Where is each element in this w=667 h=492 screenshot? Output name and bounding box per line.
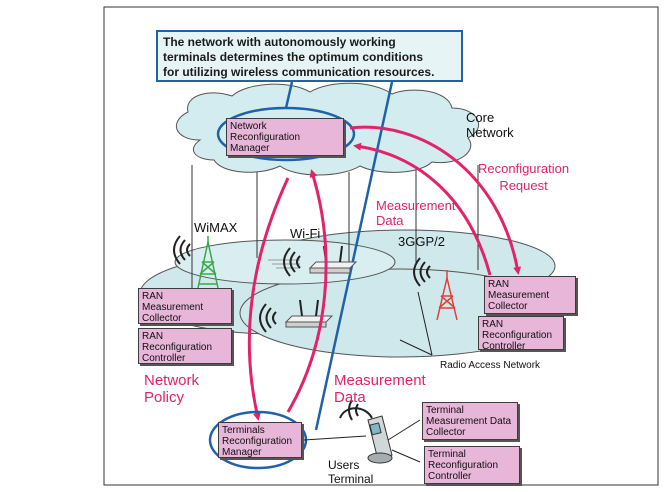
network-policy-line-2: Policy xyxy=(144,389,185,406)
nrm-line-1: Network xyxy=(230,121,267,132)
ran-right-reconfiguration-controller-box: RAN Reconfiguration Controller xyxy=(478,316,564,352)
callout-pointer-lines xyxy=(284,81,394,431)
tmdc-line-3: Collector xyxy=(426,427,466,438)
measurement-data-bottom-line-2: Data xyxy=(334,389,366,406)
trm-line-1: Terminals xyxy=(222,425,265,436)
cellular-signal-icon xyxy=(413,257,431,287)
ran-right-controller-line-1: RAN xyxy=(482,319,504,330)
measurement-data-top-label: Measurement Data xyxy=(376,198,455,228)
measurement-data-top-line-1: Measurement xyxy=(376,198,456,213)
core-network-line-2: Network xyxy=(466,125,514,140)
ran-left-measurement-collector-box: RAN Measurement Collector xyxy=(138,288,232,324)
ran-pointer-lines xyxy=(399,291,433,356)
ran-left-reconfiguration-controller-box: RAN Reconfiguration Controller xyxy=(138,328,232,364)
ran-right-measurement-collector-box: RAN Measurement Collector xyxy=(484,276,576,314)
cellular-tower-icon xyxy=(436,270,458,321)
wifi-signal-icon xyxy=(283,247,301,277)
network-policy-arrow xyxy=(247,177,290,421)
core-network-line-1: Core xyxy=(466,110,495,125)
callout-line-3: for utilizing wireless communication res… xyxy=(163,65,435,79)
ran-right-controller-line-2: Reconfiguration xyxy=(482,330,553,341)
ran-right-collector-line-3: Collector xyxy=(488,301,528,312)
trm-line-3: Manager xyxy=(222,447,262,458)
terminal-reconfiguration-controller-box: Terminal Reconfiguration Controller xyxy=(424,446,520,484)
measurement-data-top-line-2: Data xyxy=(376,213,404,228)
summary-callout: The network with autonomously working te… xyxy=(156,30,463,82)
wifi-access-point-2-icon xyxy=(284,299,334,328)
measurement-data-bottom-line-1: Measurement xyxy=(334,372,426,389)
ran-right-collector-line-2: Measurement xyxy=(488,290,550,301)
nrm-line-3: Manager xyxy=(230,143,270,154)
trm-line-2: Reconfiguration xyxy=(222,436,293,447)
ran-left-collector-line-3: Collector xyxy=(142,313,182,324)
wimax-signal-icon xyxy=(173,235,191,265)
network-policy-line-1: Network xyxy=(144,372,200,389)
network-reconfiguration-manager-box: Network Reconfiguration Manager xyxy=(226,118,344,156)
reconfiguration-request-label: Reconfiguration Request xyxy=(478,160,569,194)
users-terminal-line-1: Users xyxy=(328,458,360,472)
wifi-label: Wi-Fi xyxy=(290,226,321,241)
users-terminal-line-2: Terminal xyxy=(328,472,374,486)
3gpp-label: 3GGP/2 xyxy=(398,234,445,249)
ran-right-collector-line-1: RAN xyxy=(488,279,510,290)
reconfiguration-request-line-2: Request xyxy=(499,178,548,193)
ran-left-collector-line-1: RAN xyxy=(142,291,164,302)
radio-access-network-label: Radio Access Network xyxy=(440,360,541,371)
wifi-signal-2-icon xyxy=(259,303,277,333)
measurement-data-arrow xyxy=(286,169,328,413)
flow-arrows xyxy=(247,125,522,421)
nrm-line-2: Reconfiguration xyxy=(230,132,301,143)
ran-right-controller-line-3: Controller xyxy=(482,341,526,352)
reconfiguration-request-arrow xyxy=(349,125,522,275)
measurement-data-bottom-label: Measurement Data xyxy=(334,372,426,406)
network-policy-label: Network Policy xyxy=(144,372,199,406)
trc-line-2: Reconfiguration xyxy=(428,460,499,471)
wimax-tower-icon xyxy=(197,236,219,289)
users-terminal-label: Users Terminal xyxy=(328,458,373,486)
measurement-data-upward-arrow xyxy=(353,142,492,276)
trc-line-1: Terminal xyxy=(428,449,466,460)
ran-left-controller-line-1: RAN xyxy=(142,331,164,342)
core-network-label: Core Network xyxy=(466,110,514,140)
terminal-links xyxy=(303,419,421,463)
callout-line-2: terminals determines the optimum conditi… xyxy=(163,50,424,64)
wimax-label: WiMAX xyxy=(194,220,238,235)
terminal-measurement-data-collector-box: Terminal Measurement Data Collector xyxy=(422,402,518,440)
tmdc-line-2: Measurement Data xyxy=(426,416,512,427)
terminals-reconfiguration-manager-box: Terminals Reconfiguration Manager xyxy=(218,422,302,458)
callout-line-1: The network with autonomously working xyxy=(163,35,396,49)
trc-line-3: Controller xyxy=(428,471,472,482)
mobile-phone-icon xyxy=(367,415,393,464)
reconfiguration-request-line-1: Reconfiguration xyxy=(478,161,570,176)
ran-left-collector-line-2: Measurement xyxy=(142,302,204,313)
tmdc-line-1: Terminal xyxy=(426,405,464,416)
phone-signal-icon xyxy=(339,399,373,421)
ran-left-controller-line-3: Controller xyxy=(142,353,186,364)
ran-left-controller-line-2: Reconfiguration xyxy=(142,342,213,353)
